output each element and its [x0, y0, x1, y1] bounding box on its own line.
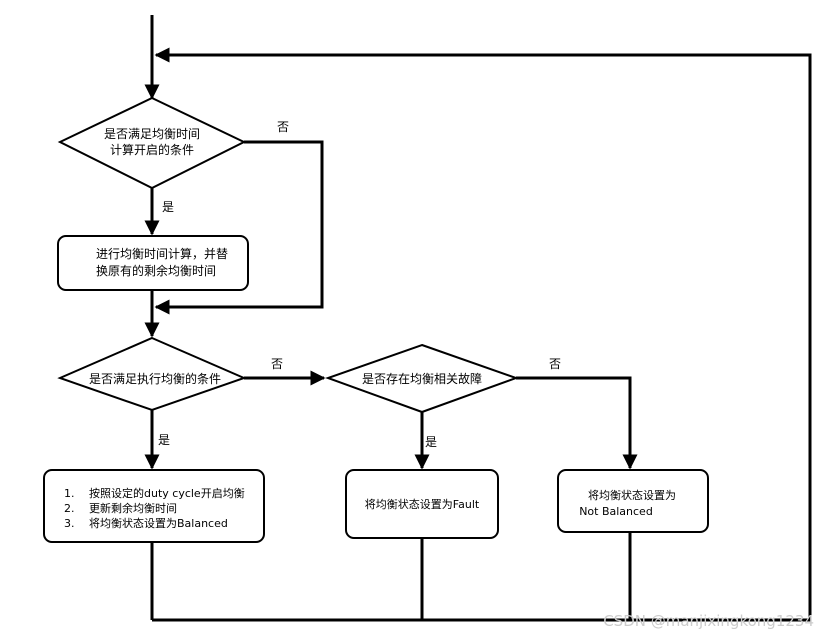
decision-balance-fault-diamond — [325, 343, 519, 414]
decision-balance-time-diamond — [57, 96, 247, 190]
process2-item2: 更新剩余均衡时间 — [89, 501, 177, 515]
decision1-yes-label: 是 — [162, 200, 174, 214]
decision1-no-label: 否 — [277, 120, 289, 134]
process-set-fault — [345, 469, 499, 539]
process2-num1: 1. — [64, 487, 75, 500]
process2-num3: 3. — [64, 517, 75, 530]
process4-line1: 将均衡状态设置为 — [588, 488, 676, 502]
watermark-text: CSDN @manjixingkong1234 — [603, 612, 814, 630]
decision3-yes-label: 是 — [425, 435, 437, 449]
decision1-line1: 是否满足均衡时间 — [104, 127, 200, 141]
decision-execute-balance-diamond — [57, 336, 247, 412]
process-set-not-balanced — [557, 469, 709, 533]
process2-num2: 2. — [64, 502, 75, 515]
decision2-yes-label: 是 — [158, 433, 170, 447]
decision3-no-label: 否 — [549, 357, 561, 371]
decision2-text: 是否满足执行均衡的条件 — [89, 371, 221, 386]
no-line-1 — [154, 140, 324, 315]
loop-back-line — [152, 47, 812, 622]
process1-line1: 进行均衡时间计算，并替 — [96, 246, 228, 261]
no-line-3 — [516, 376, 638, 470]
decision2-no-label: 否 — [271, 357, 283, 371]
process1-line2: 换原有的剩余均衡时间 — [96, 263, 216, 278]
decision3-text: 是否存在均衡相关故障 — [362, 371, 482, 386]
process2-item3: 将均衡状态设置为Balanced — [89, 516, 228, 530]
process-balance-actions — [43, 469, 265, 543]
decision1-line2: 计算开启的条件 — [110, 142, 194, 157]
process4-line2: Not Balanced — [579, 505, 653, 518]
process3-text: 将均衡状态设置为Fault — [365, 497, 480, 511]
process-calc-balance-time — [57, 235, 249, 291]
process2-item1: 按照设定的duty cycle开启均衡 — [89, 486, 245, 500]
